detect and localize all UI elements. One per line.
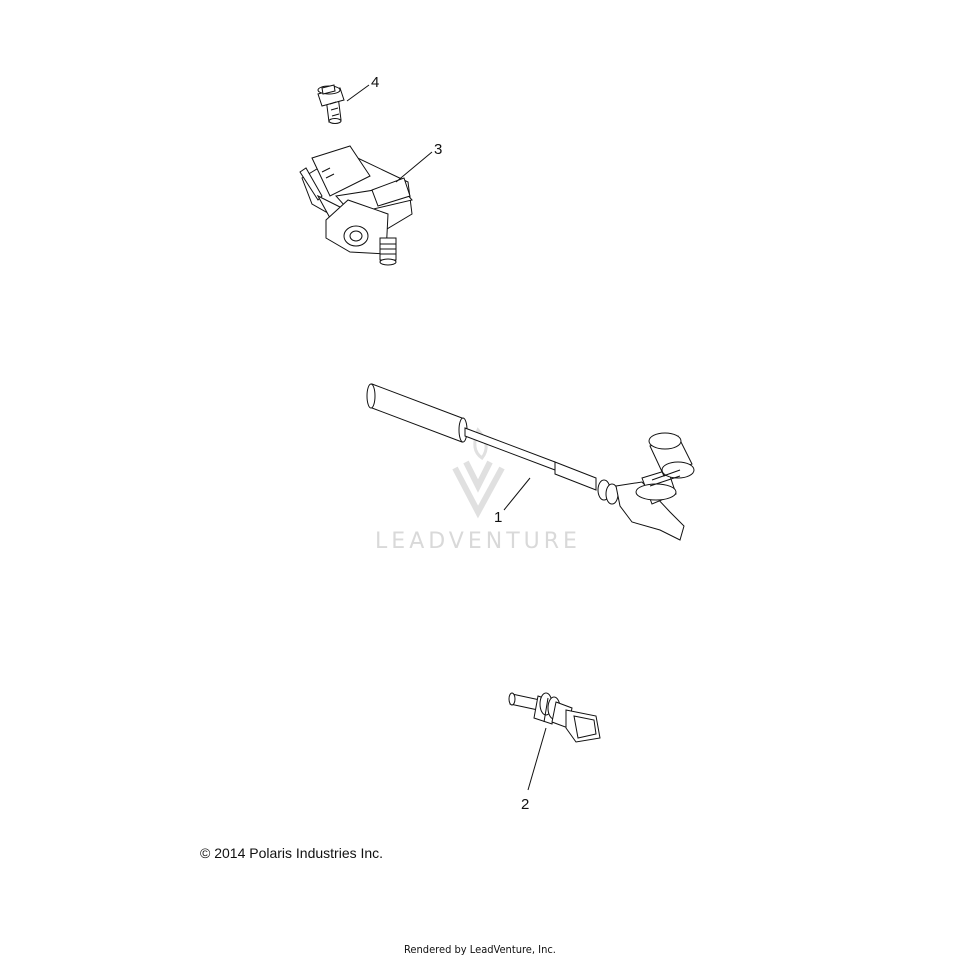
copyright-text: © 2014 Polaris Industries Inc.: [200, 845, 384, 861]
watermark-text: LEADVENTURE: [375, 529, 581, 554]
map-sensor-part[interactable]: [299, 145, 413, 266]
leader-2: [527, 727, 547, 791]
callout-1: 1: [494, 509, 502, 526]
speed-sensor-part[interactable]: [366, 383, 695, 541]
temperature-sensor-part[interactable]: [508, 692, 601, 743]
leader-1: [503, 477, 531, 511]
callout-2: 2: [521, 796, 529, 813]
watermark: LEADVENTURE: [375, 427, 581, 554]
callout-4: 4: [371, 74, 379, 91]
callout-3: 3: [434, 141, 442, 158]
leader-4: [346, 84, 370, 102]
bolt-part[interactable]: [317, 84, 345, 124]
leader-3: [395, 151, 433, 183]
footer-credit: Rendered by LeadVenture, Inc.: [404, 943, 556, 956]
